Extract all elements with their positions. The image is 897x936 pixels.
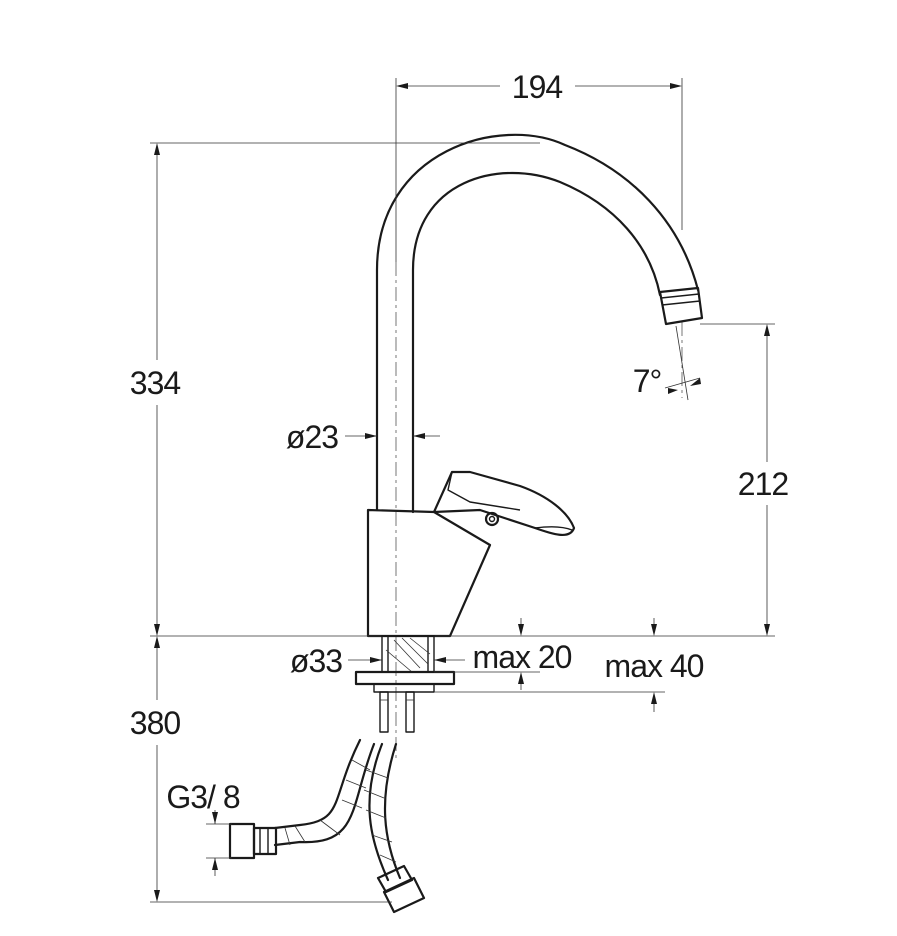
faucet-outline	[366, 133, 704, 638]
aerator	[658, 286, 704, 326]
spout-diameter-label: ø23	[286, 419, 338, 455]
dimension-lines	[150, 78, 775, 903]
max-40-label: max 40	[605, 648, 704, 684]
spout-outer	[375, 133, 700, 512]
hose-length-label: 380	[130, 705, 181, 741]
bottom-connector	[376, 864, 426, 914]
total-height-label: 334	[130, 365, 181, 401]
dimension-labels: 194 334 212 7° ø23 ø33 max 20 max 40 380…	[130, 69, 790, 815]
spout-angle-label: 7°	[633, 363, 662, 399]
lever-handle	[432, 470, 576, 536]
flexible-hoses	[228, 738, 426, 914]
connector-thread-label: G3/ 8	[166, 779, 239, 815]
mounting-assembly	[150, 635, 775, 733]
spout-inner	[411, 171, 662, 514]
max-20-label: max 20	[473, 639, 572, 675]
center-lines	[395, 262, 683, 760]
spout-height-label: 212	[738, 466, 789, 502]
base-diameter-label: ø33	[290, 643, 342, 679]
reach-label: 194	[512, 69, 563, 105]
left-connector	[228, 822, 278, 860]
mixer-body	[366, 508, 492, 638]
